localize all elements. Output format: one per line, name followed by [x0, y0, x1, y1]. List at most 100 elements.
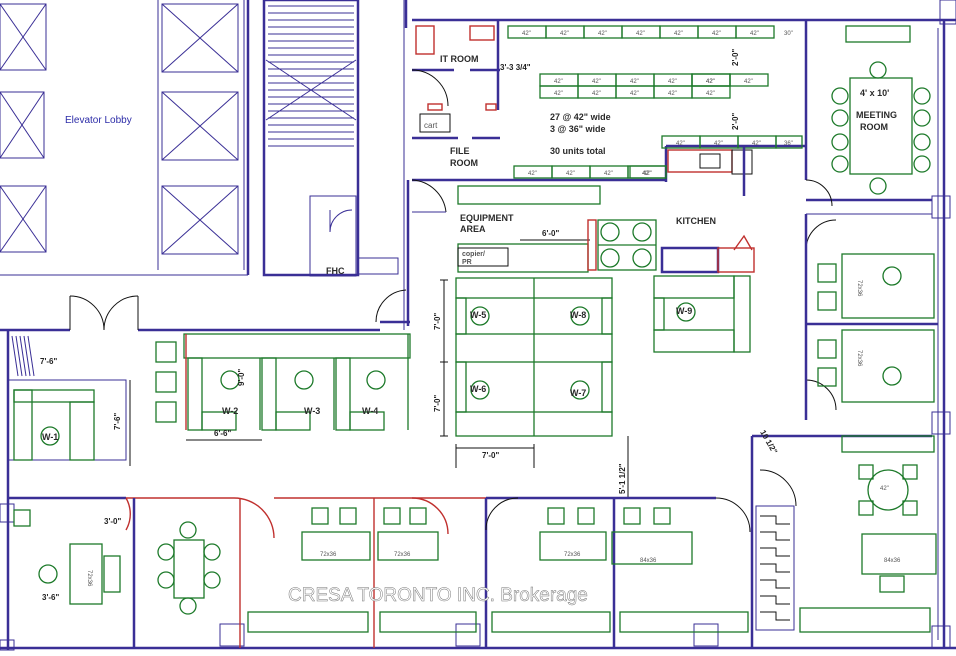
stair-step: [760, 563, 790, 573]
meeting-chair: [869, 177, 887, 195]
round-table-chair: [858, 464, 874, 480]
file-room: 42" 42" 42" 42" 42" 42" 42" 30" 42" 42" 42" 42" 42" 4…: [411, 20, 808, 213]
dim-7-0-a: 7'-0": [433, 313, 442, 330]
file-cabinet-label: 42": [668, 79, 677, 85]
bottom-corridor-stair: [755, 505, 795, 631]
reception-w1-area: [7, 335, 131, 466]
dim-7-6: 7'-6": [40, 357, 57, 366]
meeting-chair: [913, 155, 931, 173]
round-table-chair: [902, 500, 918, 516]
file-cabinet-label: 42": [752, 141, 761, 147]
file-cabinet-label: 42": [643, 171, 652, 177]
stair-tread: [27, 335, 35, 377]
file-cabinet-label: 42": [676, 141, 685, 147]
desk-bottom-2: 72x36: [394, 552, 411, 558]
file-cabinet-label: 42": [522, 31, 531, 37]
stair-step: [760, 595, 790, 605]
desk-right-1: 72x36: [856, 280, 862, 297]
workstation-w1-left: W-1: [42, 432, 58, 442]
center-chairs: [470, 302, 696, 400]
file-cabinet-label: 42": [674, 31, 683, 37]
it-room: [411, 20, 500, 140]
dim-5-1-1-2: 5'-1 1/2": [618, 463, 627, 494]
dim-3-6: 3'-6": [42, 593, 59, 602]
file-cabinet-label: 42": [554, 91, 563, 97]
file-note-3: 30 units total: [550, 146, 606, 156]
stair-tread: [15, 335, 23, 377]
workstation-w4: W-4: [362, 406, 378, 416]
workstation-w8: W-8: [570, 310, 586, 320]
dim-7-0-c: 7'-0": [482, 451, 499, 460]
meeting-chair: [831, 87, 849, 105]
file-cabinet: [729, 73, 769, 87]
desk-right-3: 84x36: [884, 558, 901, 564]
conference-chair: [179, 597, 197, 615]
desk-bottom-4: 84x36: [640, 558, 657, 564]
desk-left-bottom: 72x36: [86, 570, 92, 587]
file-cabinet-label: 42": [592, 79, 601, 85]
file-cabinet-label: 42": [554, 79, 563, 85]
file-cabinet-label: 42": [642, 171, 651, 177]
kitchen-label: KITCHEN: [676, 216, 716, 226]
dim-3-0: 3'-0": [104, 517, 121, 526]
bottom-office-walls: [8, 219, 932, 648]
stairwell: [262, 0, 399, 277]
stair-step: [760, 611, 790, 621]
suite-door: [375, 289, 407, 323]
right-offices: [799, 214, 938, 633]
dim-6-0: 6'-0": [542, 229, 559, 238]
file-cabinet-label: 42": [712, 31, 721, 37]
conference-chair: [179, 521, 197, 539]
conference-chair: [157, 571, 175, 589]
meeting-chair: [831, 109, 849, 127]
file-cabinet-label: 42": [706, 91, 715, 97]
file-cabinet-label: 42": [560, 31, 569, 37]
file-cabinet-label: 42": [630, 91, 639, 97]
left-workstations: [155, 333, 411, 441]
center-dimension-lines: [440, 279, 629, 498]
center-workstations: [455, 275, 751, 437]
file-cabinet-label: 42": [750, 31, 759, 37]
desk-right-2: 72x36: [856, 350, 862, 367]
kitchen: [597, 146, 755, 274]
file-room-label-1: FILE: [450, 146, 470, 156]
fhc-label: FHC: [326, 266, 345, 276]
stair-step: [760, 515, 790, 525]
workstation-w9: W-9: [676, 306, 692, 316]
dim-3-3-3-4: 3'-3 3/4": [500, 63, 531, 72]
file-cabinet-label: 36": [784, 141, 793, 147]
bottom-office-furniture: [13, 507, 749, 633]
file-cabinet-label: 42": [598, 31, 607, 37]
cart-label: cart: [424, 121, 438, 130]
elevator-lobby-label: Elevator Lobby: [65, 115, 132, 126]
meeting-chair: [913, 87, 931, 105]
file-cabinet-label: 42": [566, 171, 575, 177]
dim-6-6: 6'-6": [214, 429, 231, 438]
elevator-shafts: [0, 0, 250, 276]
meeting-room-size: 4' x 10': [860, 88, 889, 98]
file-cabinet-label: 30": [784, 31, 793, 37]
copier-label: copier/: [462, 251, 485, 258]
stair-tread: [19, 335, 27, 377]
round-table-chair: [902, 464, 918, 480]
stair-step: [760, 579, 790, 589]
meeting-room-label-2: ROOM: [860, 122, 888, 132]
fire-hose-cabinet: [309, 195, 357, 277]
dim-7-6-v: 7'-6": [113, 413, 122, 430]
file-cabinet-label: 42": [714, 141, 723, 147]
equipment-area: [457, 185, 601, 273]
meeting-chair: [831, 133, 849, 151]
meeting-chair: [913, 133, 931, 151]
desk-bottom-3: 72x36: [564, 552, 581, 558]
file-cabinet-label: 42": [706, 79, 715, 85]
svg-text:PR: PR: [462, 259, 472, 266]
conference-chair: [203, 543, 221, 561]
file-note-2: 3 @ 36" wide: [550, 124, 606, 134]
entrance-double-door: [69, 295, 139, 331]
desk-bottom-1: 72x36: [320, 552, 337, 558]
file-cabinet-label: 42": [706, 79, 715, 85]
file-note-1: 27 @ 42" wide: [550, 112, 611, 122]
workstation-w2: W-2: [222, 406, 238, 416]
